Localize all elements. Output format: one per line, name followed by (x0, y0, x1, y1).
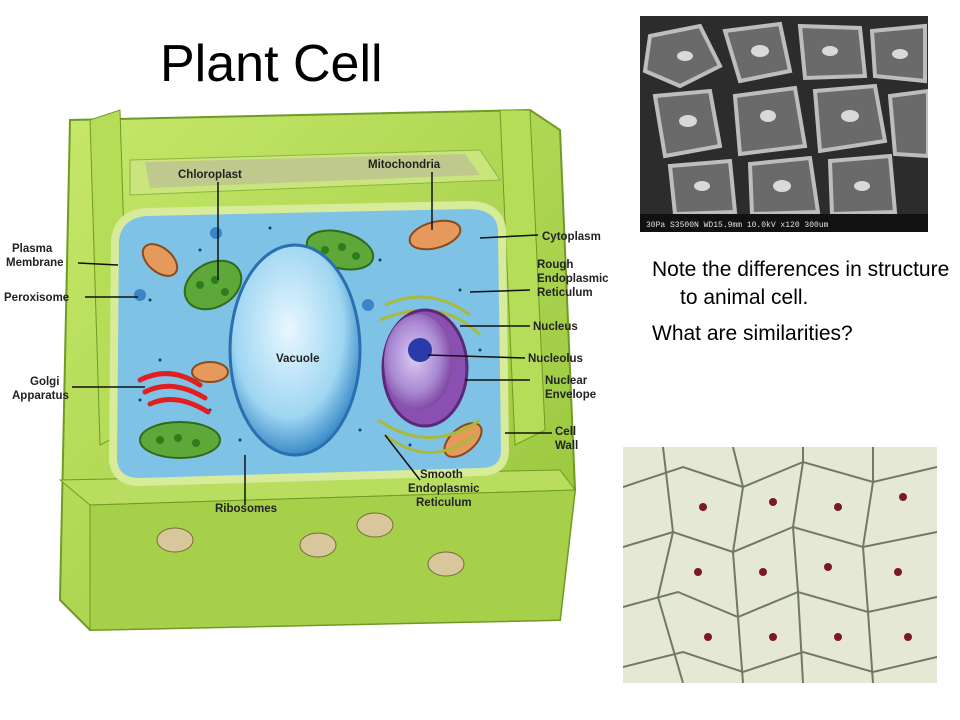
label-smooth-er-3: Reticulum (416, 497, 472, 509)
label-rough-er-1: Rough (537, 259, 573, 271)
label-nuclear-envelope-1: Nuclear (545, 375, 588, 387)
label-smooth-er-2: Endoplasmic (408, 483, 480, 495)
label-nuclear-envelope-2: Envelope (545, 389, 596, 401)
label-peroxisome: Peroxisome (4, 292, 69, 304)
label-chloroplast: Chloroplast (178, 169, 242, 181)
sem-micrograph: 30Pa S3500N WD15.9mm 10.0kV x120 300um (640, 16, 928, 232)
notes-text: Note the differences in structure to ani… (652, 256, 952, 356)
label-nucleus: Nucleus (533, 321, 578, 333)
label-plasma-membrane-2: Membrane (6, 257, 64, 269)
label-cell-wall-1: Cell (555, 426, 576, 438)
note-similarities: What are similarities? (652, 322, 853, 345)
label-golgi-1: Golgi (30, 376, 59, 388)
label-cytoplasm: Cytoplasm (542, 231, 601, 243)
label-rough-er-3: Reticulum (537, 287, 593, 299)
label-cell-wall-2: Wall (555, 440, 578, 452)
slide-title: Plant Cell (160, 35, 383, 93)
leader-lines (72, 172, 552, 505)
label-rough-er-2: Endoplasmic (537, 273, 609, 285)
ribosome-dots (138, 226, 482, 452)
label-mitochondria: Mitochondria (368, 159, 441, 171)
nucleolus (408, 338, 432, 362)
label-nucleolus: Nucleolus (528, 353, 583, 365)
sem-caption: 30Pa S3500N WD15.9mm 10.0kV x120 300um (646, 221, 829, 230)
label-golgi-2: Apparatus (12, 390, 69, 402)
golgi-apparatus (137, 371, 211, 415)
label-vacuole: Vacuole (276, 353, 319, 365)
plant-cell-diagram: Chloroplast Mitochondria Plasma Membrane… (4, 108, 609, 632)
vacuole (228, 243, 362, 457)
label-ribosomes: Ribosomes (215, 503, 277, 515)
peroxisomes (134, 227, 374, 311)
note-differences: Note the differences in structure to ani… (652, 258, 950, 309)
light-micrograph (623, 447, 937, 683)
nucleus (381, 308, 469, 428)
plasmodesmata (156, 512, 465, 577)
label-plasma-membrane-1: Plasma (12, 243, 53, 255)
label-smooth-er-1: Smooth (420, 469, 463, 481)
